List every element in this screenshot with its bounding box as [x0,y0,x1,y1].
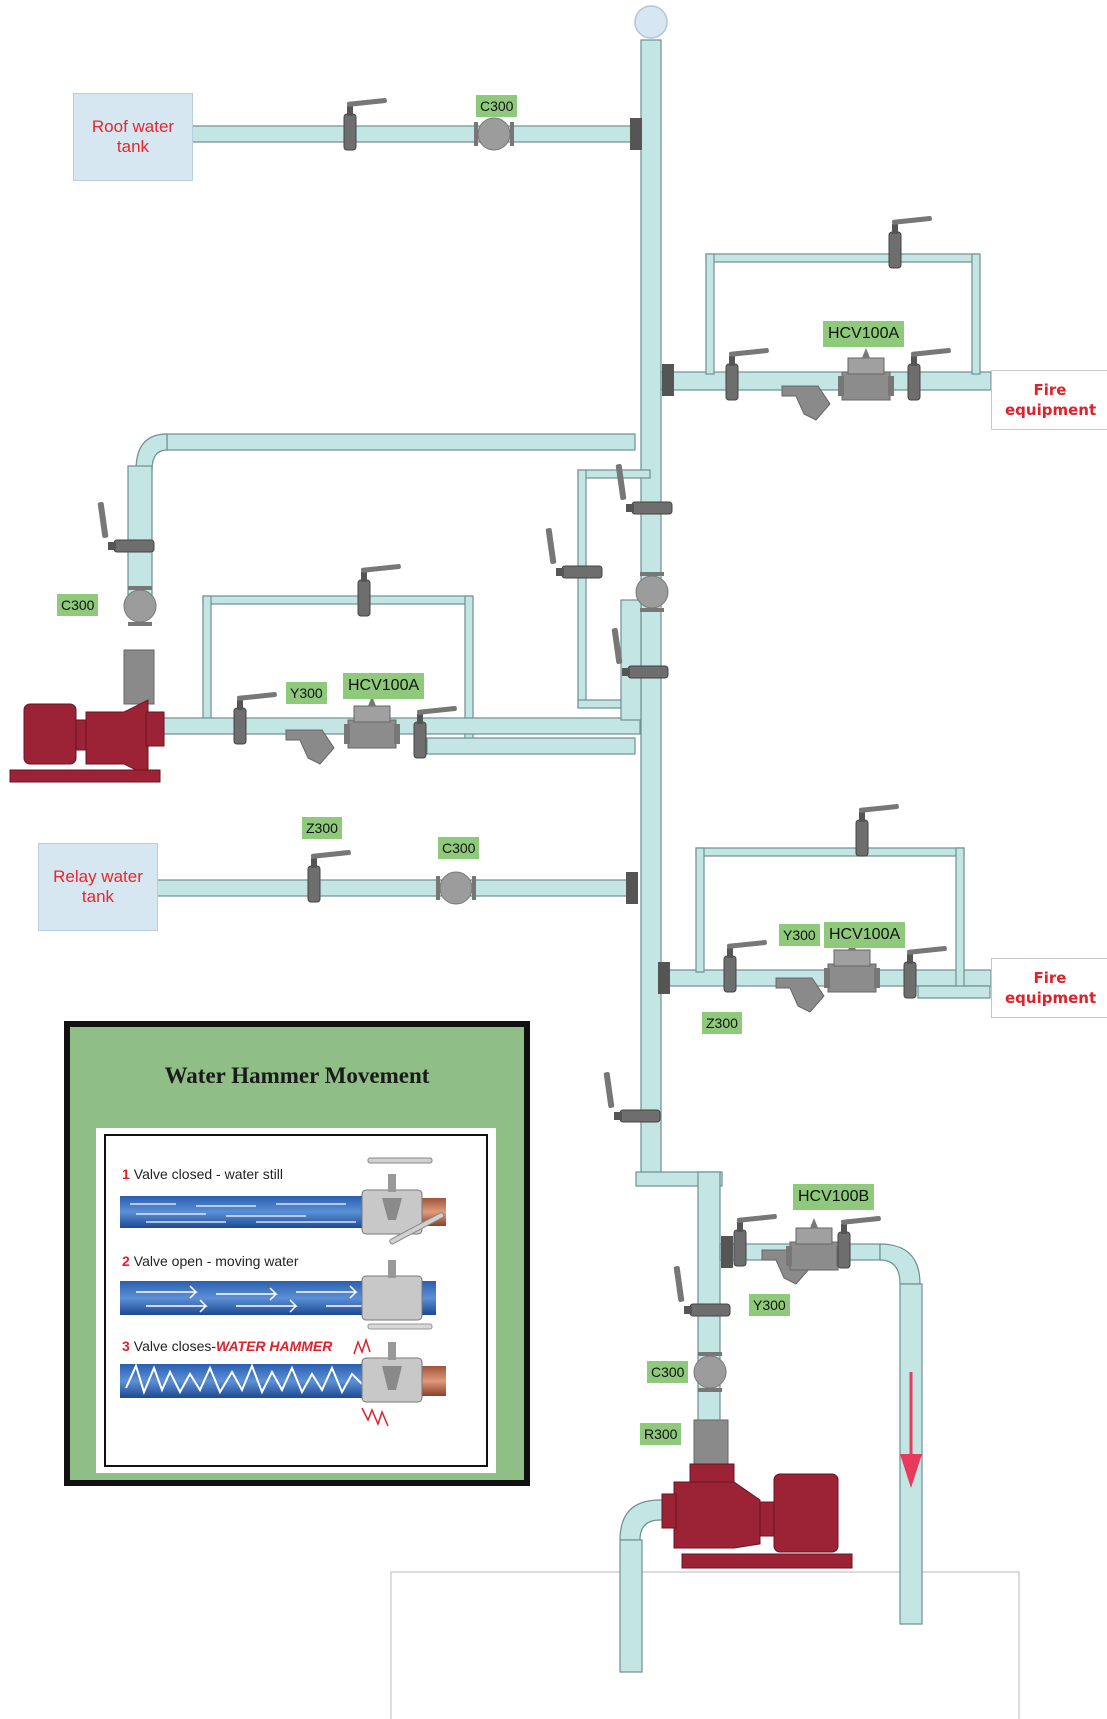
tag-left-c300: C300 [57,594,99,616]
pump-icon [9,649,165,783]
tag-bottom-y300: Y300 [749,1294,790,1316]
tag-relay-c300: C300 [438,837,480,859]
tag-roof-c300: C300 [476,95,518,117]
fire-equipment-upper-label: Fire equipment [1005,381,1097,419]
inset-title: Water Hammer Movement [164,1063,430,1088]
fire-equipment-lower-label: Fire equipment [1005,969,1097,1007]
step-3-text: Valve closes- [133,1338,217,1354]
tag-relay-z300: Z300 [302,817,342,839]
tag-bottom-c300: C300 [647,1361,689,1383]
tag-left-y300: Y300 [286,682,327,704]
tag-upper-hcv: HCV100A [823,321,905,347]
relay-water-tank-label: Relay water tank [53,867,143,906]
fire-equipment-lower: Fire equipment [991,958,1107,1018]
fire-equipment-upper: Fire equipment [991,370,1107,430]
roof-water-tank: Roof water tank [73,93,193,181]
valve-closed-illustration [120,1157,446,1427]
roof-water-tank-label: Roof water tank [91,117,175,156]
pump-icon [661,1463,853,1569]
tag-bottom-r300: R300 [640,1423,682,1445]
step-2-text: Valve open - moving water [133,1253,299,1269]
tag-lower-y300: Y300 [779,924,820,946]
tag-left-hcv: HCV100A [343,673,425,699]
step-2-number: 2 [122,1253,130,1269]
step-1-number: 1 [122,1166,130,1182]
tag-bottom-hcv: HCV100B [793,1184,875,1210]
step-3-number: 3 [122,1338,130,1354]
step-3-highlight: WATER HAMMER [216,1338,333,1354]
relay-water-tank: Relay water tank [38,843,158,931]
tag-lower-z300: Z300 [702,1012,742,1034]
tag-lower-hcv: HCV100A [824,922,906,948]
flow-arrow-icon [900,1372,922,1488]
step-1-text: Valve closed - water still [133,1166,283,1182]
